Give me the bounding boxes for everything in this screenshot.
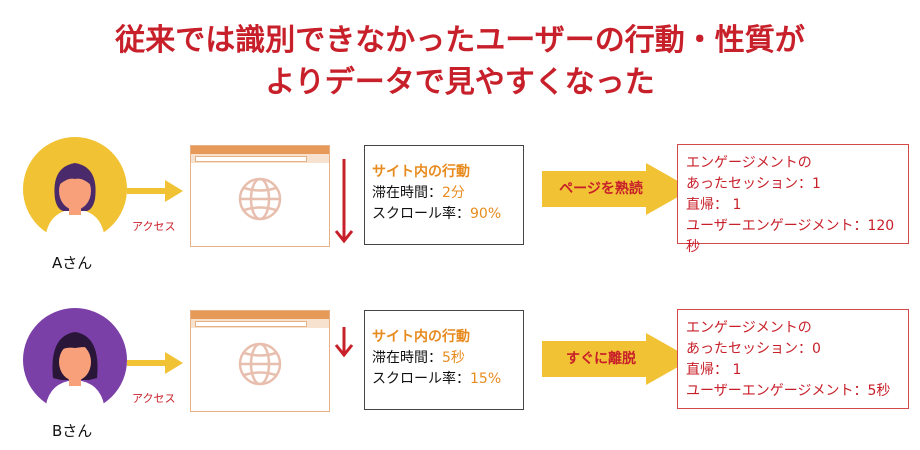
result-b-line-3: 直帰： 1	[686, 362, 742, 378]
globe-icon	[238, 177, 282, 221]
action-arrow-a: ページを熟読	[542, 163, 692, 215]
result-b-line-4: ユーザーエンゲージメント：5秒	[686, 383, 891, 399]
stay-value-a: 2分	[442, 185, 465, 201]
user-a-name: Aさん	[52, 254, 93, 272]
down-arrow-b	[334, 327, 354, 358]
avatar-a-icon	[23, 137, 127, 241]
action-label-a: ページを熟読	[559, 181, 643, 197]
result-b-line-2: あったセッション：0	[686, 341, 821, 357]
title-line-1: 従来では識別できなかったユーザーの行動・性質が	[115, 23, 805, 58]
title-line-2: よりデータで見やすくなった	[265, 65, 655, 100]
result-card-b: エンゲージメントの あったセッション：0 直帰： 1 ユーザーエンゲージメント：…	[677, 309, 909, 409]
stats-heading-a: サイト内の行動	[372, 164, 470, 180]
action-label-b: すぐに離脱	[566, 351, 636, 367]
stay-label-a: 滞在時間：	[372, 185, 442, 201]
access-arrow-b	[127, 352, 183, 374]
result-a-line-1: エンゲージメントの	[686, 155, 812, 171]
user-b-name: Bさん	[52, 422, 93, 440]
stay-value-b: 5秒	[442, 350, 465, 366]
globe-icon	[238, 342, 282, 386]
access-label-a: アクセス	[132, 220, 176, 233]
result-a-line-3: 直帰： 1	[686, 197, 742, 213]
scroll-value-b: 15%	[470, 371, 502, 387]
scroll-value-a: 90%	[470, 206, 502, 222]
stay-label-b: 滞在時間：	[372, 350, 442, 366]
result-a-line-2: あったセッション：1	[686, 176, 821, 192]
scroll-label-b: スクロール率：	[372, 371, 470, 387]
browser-window-a	[190, 145, 330, 247]
result-b-line-1: エンゲージメントの	[686, 320, 812, 336]
scroll-label-a: スクロール率：	[372, 206, 470, 222]
access-arrow-a	[127, 180, 183, 202]
result-a-line-4: ユーザーエンゲージメント：120秒	[686, 218, 895, 255]
result-card-a: エンゲージメントの あったセッション：1 直帰： 1 ユーザーエンゲージメント：…	[677, 144, 909, 255]
avatar-b-icon	[23, 308, 127, 412]
action-arrow-b: すぐに離脱	[542, 333, 692, 385]
stats-card-b: サイト内の行動 滞在時間：5秒 スクロール率：15%	[364, 310, 524, 410]
access-label-b: アクセス	[132, 392, 176, 405]
down-arrow-a	[334, 159, 354, 244]
stats-heading-b: サイト内の行動	[372, 329, 470, 345]
stats-card-a: サイト内の行動 滞在時間：2分 スクロール率：90%	[364, 145, 524, 245]
browser-window-b	[190, 310, 330, 412]
